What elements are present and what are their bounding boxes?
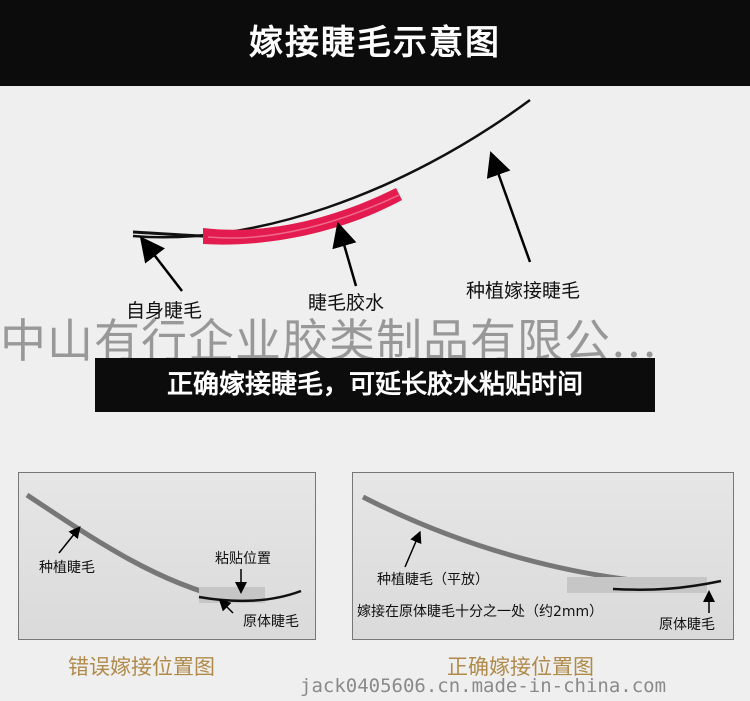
wrong-glue-label: 粘贴位置: [215, 551, 271, 567]
correct-caption: 正确嫁接位置图: [447, 655, 594, 679]
correct-diagram: [361, 494, 722, 613]
glue-band: [203, 188, 402, 245]
wrong-natural-label: 原体睫毛: [243, 614, 299, 630]
label-natural-lash: 自身睫毛: [126, 300, 203, 322]
correct-lash-label: 种植睫毛（平放）: [377, 572, 489, 588]
site-watermark: jack0405606.cn.made-in-china.com: [300, 675, 667, 697]
wrong-diagram: [25, 492, 302, 614]
arrow-natural-lash: [139, 236, 183, 292]
correct-panel: 种植睫毛（平放） 嫁接在原体睫毛十分之一处（约2mm） 原体睫毛: [352, 472, 734, 640]
label-extension: 种植嫁接睫毛: [466, 280, 581, 302]
title-bar: 嫁接睫毛示意图: [0, 0, 750, 86]
extension-lash-line: [132, 98, 531, 239]
arrow-glue: [332, 221, 358, 287]
slogan-bar: 正确嫁接睫毛，可延长胶水粘贴时间: [95, 358, 655, 412]
wrong-caption: 错误嫁接位置图: [68, 655, 215, 679]
arrow-extension: [486, 151, 532, 263]
natural-lash-line: [132, 230, 206, 238]
wrong-panel: 种植睫毛 粘贴位置 原体睫毛: [18, 472, 316, 640]
slogan-text: 正确嫁接睫毛，可延长胶水粘贴时间: [166, 370, 583, 400]
wrong-lash-label: 种植睫毛: [39, 560, 95, 576]
page-title: 嫁接睫毛示意图: [249, 23, 501, 63]
correct-position-label: 嫁接在原体睫毛十分之一处（约2mm）: [357, 604, 604, 620]
label-glue: 睫毛胶水: [308, 292, 385, 314]
correct-natural-label: 原体睫毛: [659, 617, 715, 633]
main-diagram: [132, 98, 532, 292]
